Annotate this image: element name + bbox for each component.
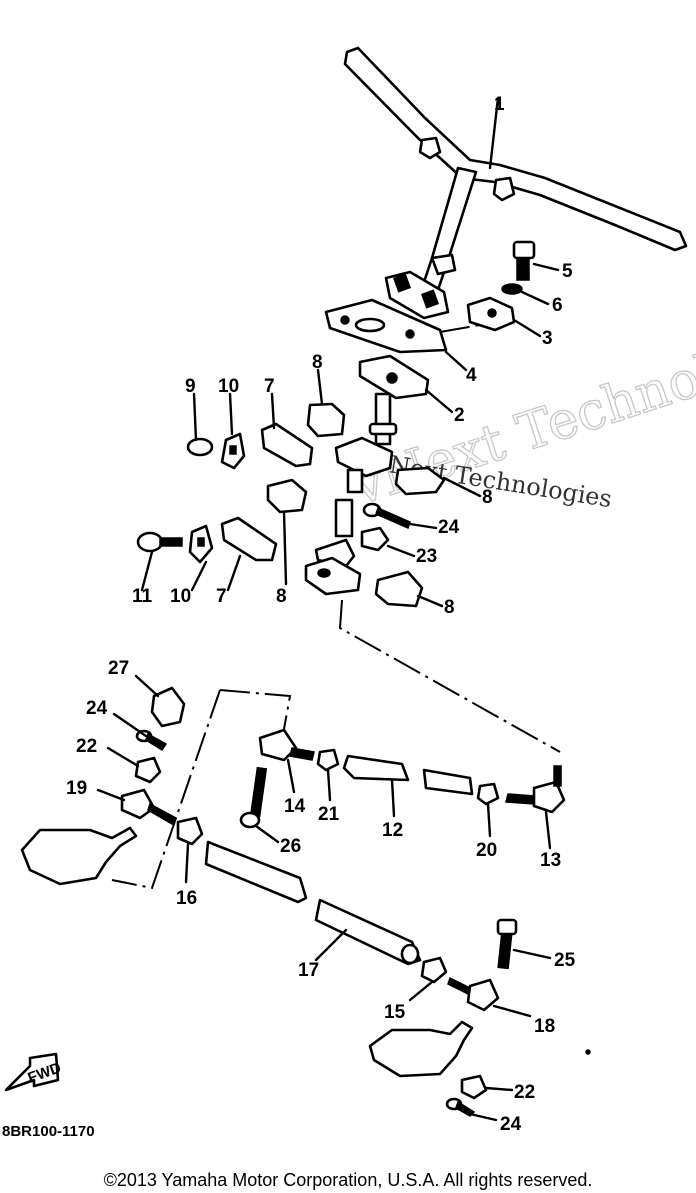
plate-10-upper bbox=[220, 432, 246, 470]
callout-20: 20 bbox=[476, 840, 497, 861]
forward-arrow-marker: FWD bbox=[4, 1052, 64, 1092]
callout-22-right: 22 bbox=[514, 1082, 535, 1103]
chain-line-arm bbox=[338, 599, 561, 753]
center-line bbox=[439, 324, 481, 333]
plate-4 bbox=[324, 298, 448, 354]
tie-rod-end-19 bbox=[120, 788, 178, 826]
callout-24-right: 24 bbox=[500, 1114, 522, 1135]
nut-20 bbox=[476, 782, 500, 806]
tube-12 bbox=[342, 754, 410, 782]
holder-3 bbox=[466, 296, 516, 332]
ski-knuckle-left bbox=[20, 826, 138, 886]
bolt-25 bbox=[496, 918, 518, 970]
callout-7-top: 7 bbox=[264, 376, 275, 397]
callout-4: 4 bbox=[466, 365, 477, 386]
bushing-8-lower bbox=[374, 570, 424, 608]
chain-line-left bbox=[219, 689, 292, 741]
bolt-24-right bbox=[445, 1097, 476, 1117]
callout-24-top: 24 bbox=[438, 517, 460, 538]
callout-12: 12 bbox=[382, 820, 403, 841]
cap-27 bbox=[150, 686, 186, 728]
callout-22-left: 22 bbox=[76, 736, 97, 757]
nut-22-left bbox=[134, 756, 162, 784]
callout-23: 23 bbox=[416, 546, 437, 567]
chain-line-left-2 bbox=[111, 689, 221, 890]
leader-lines bbox=[96, 96, 560, 1122]
nut-15 bbox=[420, 956, 448, 984]
nut-9 bbox=[186, 437, 214, 457]
callout-8-top: 8 bbox=[312, 352, 323, 373]
callout-6: 6 bbox=[552, 295, 563, 316]
callout-1: 1 bbox=[494, 94, 505, 115]
tube-12b bbox=[422, 768, 474, 796]
bolt-24-upper bbox=[362, 502, 411, 530]
bushing-8-middle bbox=[266, 478, 308, 514]
bushing-8-right bbox=[394, 466, 446, 496]
callout-18: 18 bbox=[534, 1016, 555, 1037]
callout-9: 9 bbox=[185, 376, 196, 397]
pitman-arm bbox=[304, 498, 362, 596]
callout-5: 5 bbox=[562, 261, 573, 282]
dot-mark bbox=[585, 1049, 591, 1055]
callout-25: 25 bbox=[554, 950, 576, 971]
nut-23 bbox=[360, 526, 390, 552]
bracket-7-upper bbox=[260, 422, 314, 468]
callout-16: 16 bbox=[176, 888, 197, 909]
callout-3: 3 bbox=[542, 328, 553, 349]
callout-13: 13 bbox=[540, 850, 561, 871]
bolt-26 bbox=[239, 766, 268, 829]
nut-16 bbox=[176, 816, 204, 846]
tie-rod-end-13 bbox=[505, 765, 566, 814]
callout-27: 27 bbox=[108, 658, 129, 679]
drawing-code: 8BR100-1170 bbox=[2, 1123, 95, 1140]
ski-knuckle-right bbox=[368, 1020, 474, 1078]
callout-10-top: 10 bbox=[218, 376, 239, 397]
callout-24-left: 24 bbox=[86, 698, 108, 719]
callout-26: 26 bbox=[280, 836, 301, 857]
bolt-11 bbox=[136, 531, 183, 553]
tie-rod-end-18 bbox=[447, 976, 500, 1012]
callout-21: 21 bbox=[318, 804, 340, 825]
callout-17: 17 bbox=[298, 960, 319, 981]
bushing-8-upper bbox=[306, 402, 346, 438]
nut-22-right bbox=[460, 1074, 488, 1100]
callout-2: 2 bbox=[454, 405, 465, 426]
callout-15: 15 bbox=[384, 1002, 406, 1023]
callout-8-lower: 8 bbox=[444, 597, 455, 618]
handlebar-clamp bbox=[384, 270, 450, 320]
steering-column-2 bbox=[334, 354, 430, 494]
callout-7-low: 7 bbox=[216, 586, 227, 607]
callout-19: 19 bbox=[66, 778, 87, 799]
plate-10-lower bbox=[188, 524, 214, 564]
copyright-notice: ©2013 Yamaha Motor Corporation, U.S.A. A… bbox=[103, 1170, 593, 1190]
callout-14: 14 bbox=[284, 796, 306, 817]
nut-21 bbox=[316, 748, 340, 772]
callout-11: 11 bbox=[132, 586, 153, 607]
callouts: 1 5 6 3 4 2 8 7 10 9 8 24 23 8 8 7 10 11… bbox=[66, 94, 576, 1135]
tie-rod-17-upper bbox=[204, 840, 308, 904]
exploded-parts-diagram: vNext Technologies vNext Technologies bbox=[2, 46, 696, 1140]
callout-8-right: 8 bbox=[482, 487, 493, 508]
callout-10-low: 10 bbox=[170, 586, 191, 607]
bracket-7-lower bbox=[220, 516, 278, 562]
bolt-5 bbox=[512, 240, 536, 281]
callout-8-mid: 8 bbox=[276, 586, 287, 607]
tie-rod-end-14 bbox=[258, 728, 315, 762]
washer-6 bbox=[501, 283, 523, 295]
handlebar bbox=[343, 46, 688, 292]
